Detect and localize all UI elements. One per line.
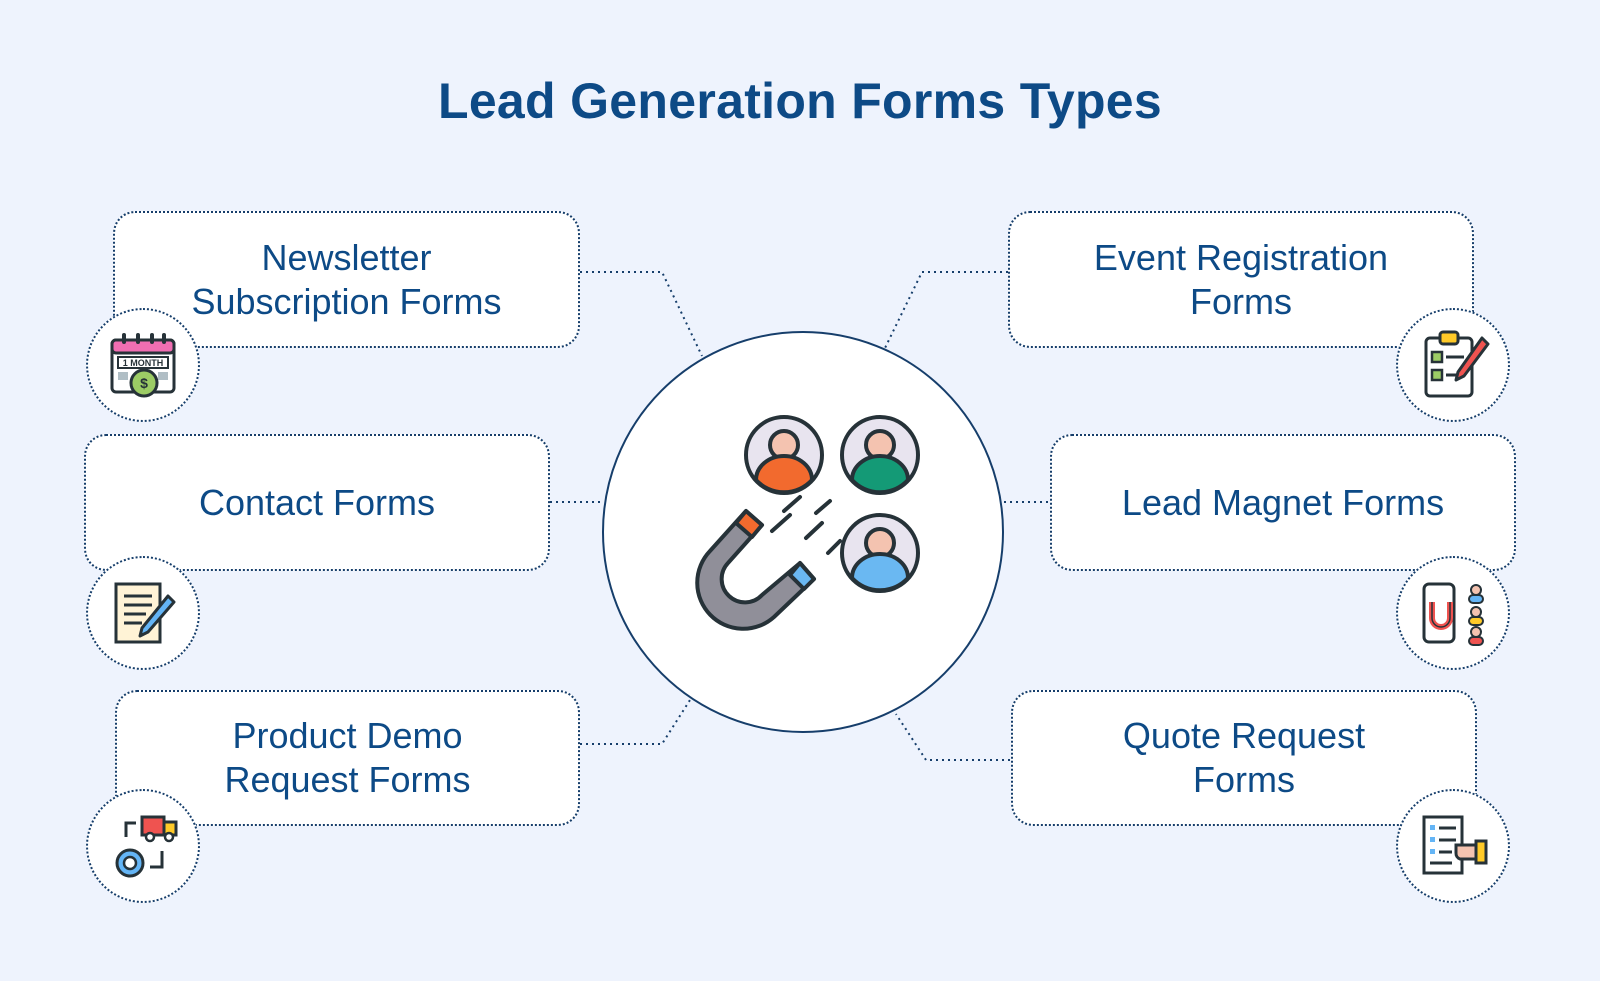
card-label: Newsletter Subscription Forms: [191, 236, 502, 322]
card-label: Event Registration Forms: [1093, 236, 1389, 322]
calendar-icon-text: 1 MONTH: [123, 358, 164, 368]
clipboard-checklist-icon: [1396, 308, 1510, 422]
phone-magnet-icon: [1396, 556, 1510, 670]
magnet-attracting-people-icon: [695, 415, 920, 631]
delivery-process-icon: [86, 789, 200, 903]
page-title: Lead Generation Forms Types: [437, 73, 1163, 129]
connector-quote: [895, 713, 1010, 761]
card-label: Contact Forms: [198, 481, 436, 523]
card-label: Product Demo Request Forms: [224, 715, 471, 800]
quote-document-hand-icon: [1396, 789, 1510, 903]
card-lead-magnet-forms: Lead Magnet Forms: [1050, 434, 1516, 571]
connector-newsletter: [580, 271, 703, 357]
document-pen-icon: [86, 556, 200, 670]
card-label: Lead Magnet Forms: [1121, 481, 1445, 523]
card-quote-request-forms: Quote Request Forms: [1011, 690, 1477, 826]
card-product-demo-request-forms: Product Demo Request Forms: [115, 690, 580, 826]
calendar-subscription-icon: 1 MONTH $: [86, 308, 200, 422]
svg-text:$: $: [140, 375, 148, 391]
connector-event: [884, 271, 1008, 349]
card-newsletter-subscription-forms: Newsletter Subscription Forms: [113, 211, 580, 348]
center-magnet-circle: [602, 331, 1004, 733]
card-contact-forms: Contact Forms: [84, 434, 550, 571]
card-event-registration-forms: Event Registration Forms: [1008, 211, 1474, 348]
card-label: Quote Request Forms: [1122, 715, 1366, 800]
